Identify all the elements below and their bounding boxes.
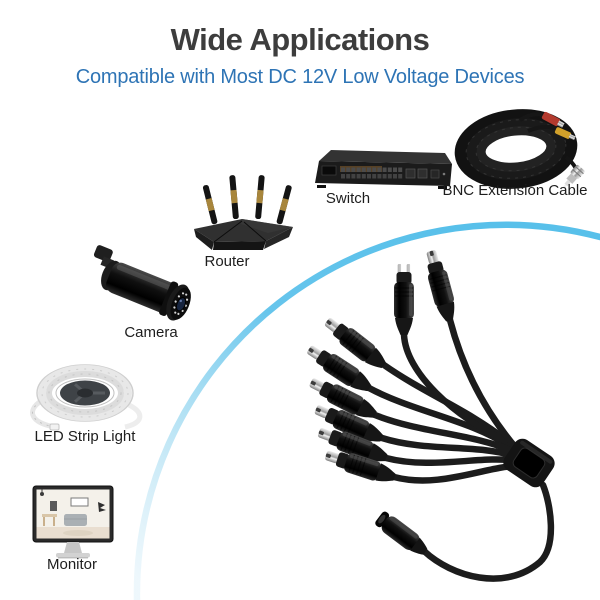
coiled-bnc-cable-icon (454, 109, 585, 189)
rca-red-connector (541, 111, 565, 128)
wifi-router-icon (194, 175, 293, 250)
page-subtitle: Compatible with Most DC 12V Low Voltage … (75, 66, 525, 88)
bnc-extension-cable-label: BNC Extension Cable (442, 182, 588, 199)
desktop-monitor-icon (32, 485, 114, 559)
dc-1-to-8-power-splitter-cable-icon (302, 247, 555, 582)
switch-label: Switch (325, 190, 371, 207)
bnc-connector (562, 164, 585, 189)
led-strip-light-label: LED Strip Light (34, 428, 136, 445)
camera-label: Camera (124, 324, 178, 341)
accent-arc (133, 221, 600, 600)
page-title: Wide Applications (170, 22, 430, 57)
rca-yellow-connector (554, 127, 576, 141)
router-label: Router (204, 253, 250, 270)
dc-male-plug (420, 247, 460, 324)
header: Wide Applications Compatible with Most D… (0, 22, 600, 89)
dc-female-jack (373, 509, 432, 560)
network-switch-icon (315, 150, 452, 189)
monitor-label: Monitor (46, 556, 98, 573)
dc-male-plug-with-terminals (393, 263, 415, 336)
splitter-junction (503, 438, 555, 488)
bullet-camera-icon (93, 245, 191, 321)
led-strip-coil-icon (30, 364, 143, 431)
